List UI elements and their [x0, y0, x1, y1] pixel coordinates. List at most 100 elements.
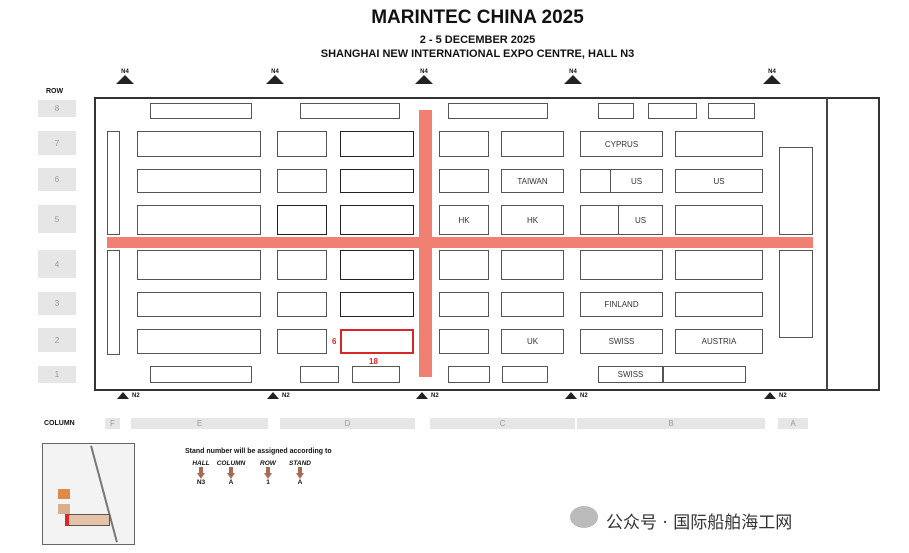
- stand-row5[interactable]: [675, 205, 763, 235]
- stand-row8[interactable]: [300, 103, 400, 119]
- stand-row8[interactable]: [448, 103, 548, 119]
- stand-strip[interactable]: [107, 131, 120, 235]
- stand-row1[interactable]: [352, 366, 400, 383]
- stand-row4[interactable]: [277, 250, 327, 280]
- stand-row1[interactable]: [150, 366, 252, 383]
- legend-header: STAND: [289, 460, 311, 467]
- stand-row8[interactable]: [708, 103, 755, 119]
- stand-strip[interactable]: [779, 250, 813, 338]
- stand-row4[interactable]: [439, 250, 489, 280]
- stand-row6[interactable]: [580, 169, 611, 193]
- arrow-down-icon: [264, 467, 272, 479]
- stand-row7[interactable]: [277, 131, 327, 157]
- row-label: 2: [38, 328, 76, 352]
- arrow-down-icon: [227, 467, 235, 479]
- entrance-n4-icon: N4: [760, 69, 784, 84]
- stand-swiss[interactable]: SWISS: [580, 329, 663, 354]
- stand-row6[interactable]: [137, 169, 261, 193]
- stand-row3[interactable]: [439, 292, 489, 317]
- stand-row5[interactable]: [340, 205, 414, 235]
- stand-width-label: 18: [369, 357, 378, 366]
- highlighted-stand[interactable]: [340, 329, 414, 354]
- stand-row8[interactable]: [150, 103, 252, 119]
- stand-row2[interactable]: [439, 329, 489, 354]
- stand-row3[interactable]: [501, 292, 564, 317]
- stand-taiwan[interactable]: TAIWAN: [501, 169, 564, 193]
- stand-row4[interactable]: [501, 250, 564, 280]
- stand-row2[interactable]: [137, 329, 261, 354]
- stand-row7[interactable]: [501, 131, 564, 157]
- stand-row1[interactable]: [502, 366, 548, 383]
- row-label: 1: [38, 366, 76, 383]
- stand-row7[interactable]: [137, 131, 261, 157]
- entrance-n4-icon: N4: [263, 69, 287, 84]
- legend-value: A: [228, 479, 234, 486]
- stand-row7[interactable]: [439, 131, 489, 157]
- stand-cyprus[interactable]: CYPRUS: [580, 131, 663, 157]
- stand-row3[interactable]: [675, 292, 763, 317]
- stand-row5[interactable]: [277, 205, 327, 235]
- stand-row4[interactable]: [675, 250, 763, 280]
- stand-row7[interactable]: [340, 131, 414, 157]
- entrance-n4-icon: N4: [113, 69, 137, 84]
- exit-label: N2: [282, 392, 290, 399]
- stand-row1[interactable]: [663, 366, 746, 383]
- stand-strip[interactable]: [107, 250, 120, 355]
- arrow-up-icon: [564, 75, 582, 84]
- entrance-n2-icon: N2: [565, 392, 605, 399]
- row-label: 7: [38, 131, 76, 155]
- stand-row4[interactable]: [580, 250, 663, 280]
- stand-row7[interactable]: [675, 131, 763, 157]
- arrow-down-icon: [296, 467, 304, 479]
- stand-finland[interactable]: FINLAND: [580, 292, 663, 317]
- entrance-n2-icon: N2: [416, 392, 456, 399]
- stand-row1[interactable]: [448, 366, 490, 383]
- stand-row1[interactable]: [300, 366, 339, 383]
- stand-row4[interactable]: [137, 250, 261, 280]
- entrance-n2-icon: N2: [764, 392, 804, 399]
- stand-us[interactable]: US: [675, 169, 763, 193]
- stand-row2[interactable]: [277, 329, 327, 354]
- arrow-up-icon: [117, 392, 129, 399]
- stand-hk[interactable]: HK: [501, 205, 564, 235]
- arrow-up-icon: [266, 75, 284, 84]
- arrow-up-icon: [267, 392, 279, 399]
- stand-us[interactable]: US: [610, 169, 663, 193]
- stand-row6[interactable]: [277, 169, 327, 193]
- stand-austria[interactable]: AUSTRIA: [675, 329, 763, 354]
- stand-swiss[interactable]: SWISS: [598, 366, 663, 383]
- column-label: E: [131, 418, 268, 429]
- exit-label: N2: [132, 392, 140, 399]
- stand-uk[interactable]: UK: [501, 329, 564, 354]
- stand-row3[interactable]: [340, 292, 414, 317]
- column-label: D: [280, 418, 415, 429]
- legend-title: Stand number will be assigned according …: [185, 448, 332, 455]
- stand-row8[interactable]: [598, 103, 634, 119]
- stand-row6[interactable]: [340, 169, 414, 193]
- stand-us[interactable]: US: [618, 205, 663, 235]
- legend-header: ROW: [260, 460, 276, 467]
- venue: SHANGHAI NEW INTERNATIONAL EXPO CENTRE, …: [320, 48, 635, 60]
- stand-row3[interactable]: [137, 292, 261, 317]
- arrow-up-icon: [415, 75, 433, 84]
- stand-row8[interactable]: [648, 103, 697, 119]
- row-label: 8: [38, 100, 76, 117]
- stand-strip[interactable]: [779, 147, 813, 235]
- stand-hk[interactable]: HK: [439, 205, 489, 235]
- arrow-up-icon: [764, 392, 776, 399]
- row-label: 3: [38, 292, 76, 315]
- arrow-up-icon: [416, 392, 428, 399]
- stand-row4[interactable]: [340, 250, 414, 280]
- stand-row3[interactable]: [277, 292, 327, 317]
- service-area: [826, 97, 880, 391]
- stand-row5[interactable]: [580, 205, 619, 235]
- stand-row6[interactable]: [439, 169, 489, 193]
- vertical-aisle: [419, 110, 432, 377]
- stand-row5[interactable]: [137, 205, 261, 235]
- horizontal-aisle: [107, 237, 813, 248]
- entrance-n2-icon: N2: [117, 392, 157, 399]
- row-label: 6: [38, 168, 76, 191]
